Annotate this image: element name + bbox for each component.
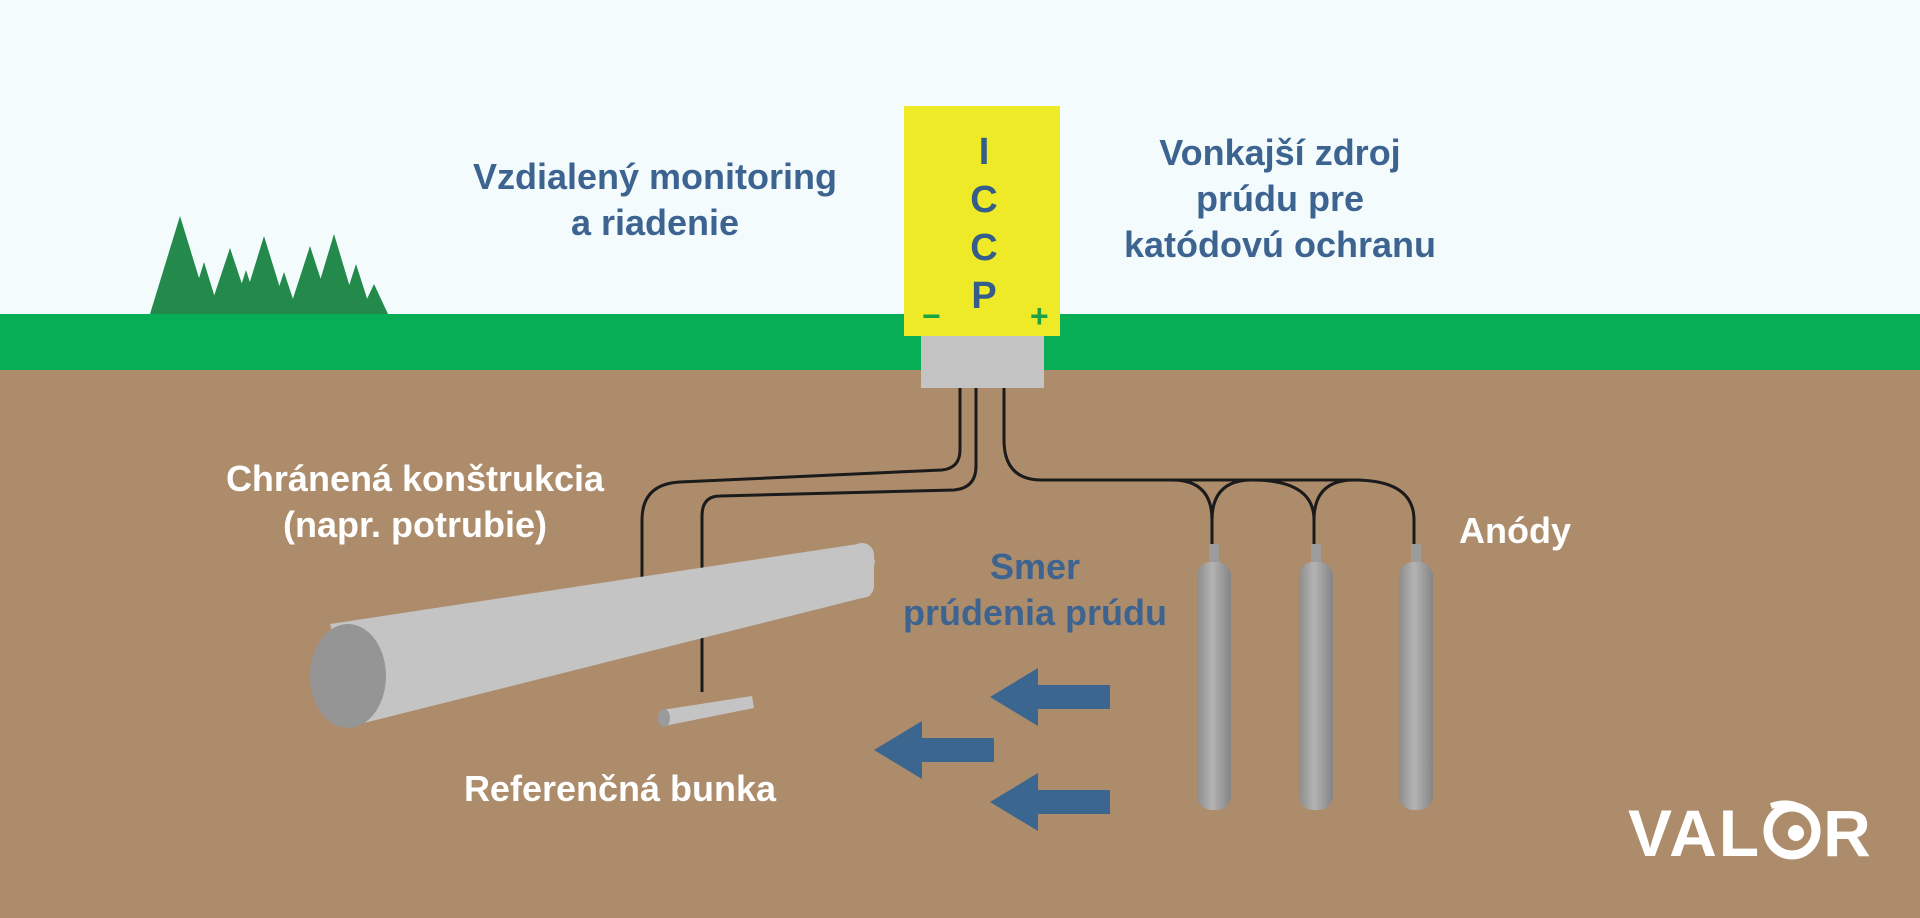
remote-label-line-2: a riadenie bbox=[570, 202, 740, 244]
logo-text-right: R bbox=[1823, 796, 1873, 870]
source-label-line-3: katódovú ochranu bbox=[1123, 224, 1437, 266]
current-arrow-icon bbox=[990, 773, 1110, 831]
iccp-letter: C bbox=[970, 227, 998, 269]
chameleon-logo-icon bbox=[1761, 800, 1823, 862]
iccp-letter: P bbox=[971, 275, 997, 317]
valor-logo: VAL R bbox=[1628, 798, 1873, 868]
minus-terminal-label: − bbox=[922, 298, 941, 334]
source-label-line-1: Vonkajší zdroj bbox=[1159, 132, 1401, 173]
direction-label-line-2: prúdenia prúdu bbox=[903, 592, 1167, 634]
reference-cell-rod bbox=[658, 696, 754, 727]
logo-text-left: VAL bbox=[1628, 796, 1762, 870]
anodes bbox=[1197, 544, 1433, 810]
structure-label-line-1: Chránená konštrukcia bbox=[225, 458, 605, 499]
remote-monitoring-label: Vzdialený monitoring a riadenie bbox=[460, 154, 850, 246]
pipeline bbox=[310, 543, 875, 728]
iccp-base bbox=[921, 336, 1044, 388]
protected-structure-label: Chránená konštrukcia (napr. potrubie) bbox=[210, 456, 620, 548]
cables bbox=[640, 388, 1416, 692]
source-label-line-2: prúdu pre bbox=[1196, 178, 1364, 220]
current-arrow-icon bbox=[874, 721, 994, 779]
iccp-letter: I bbox=[978, 131, 990, 173]
anode bbox=[1399, 544, 1433, 810]
reference-cell-label: Referenčná bunka bbox=[463, 768, 777, 809]
iccp-box bbox=[904, 106, 1060, 336]
structure-label-line-2: (napr. potrubie) bbox=[283, 504, 547, 546]
remote-label-line-1: Vzdialený monitoring bbox=[472, 156, 838, 197]
plus-terminal-label: + bbox=[1030, 298, 1049, 334]
anode bbox=[1299, 544, 1333, 810]
iccp-letter: C bbox=[970, 179, 998, 221]
forest-trees-icon bbox=[150, 216, 388, 314]
anodes-label: Anódy bbox=[1459, 510, 1571, 551]
external-source-label: Vonkajší zdroj prúdu pre katódovú ochran… bbox=[1110, 130, 1450, 268]
anode bbox=[1197, 544, 1231, 810]
current-arrow-icon bbox=[990, 668, 1110, 726]
arrows bbox=[874, 668, 1110, 831]
current-direction-label: Smer prúdenia prúdu bbox=[880, 544, 1190, 636]
direction-label-line-1: Smer bbox=[989, 546, 1081, 587]
